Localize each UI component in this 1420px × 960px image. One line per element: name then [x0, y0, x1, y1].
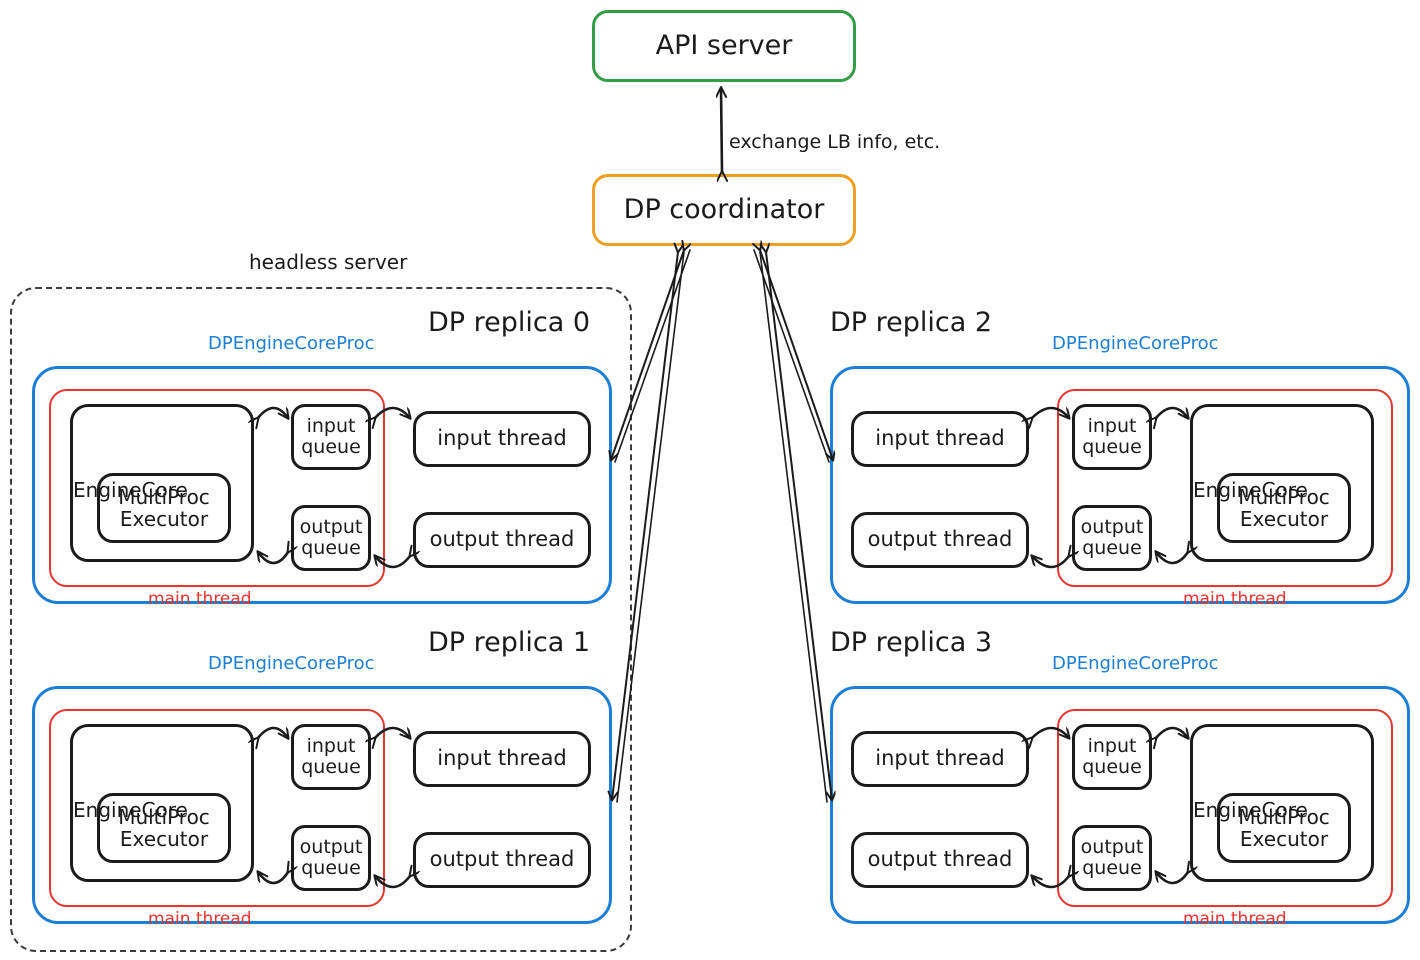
output-queue-label-line2-0: queue [301, 537, 361, 559]
engine-core-0[interactable]: EngineCore MultiProc Executor [70, 404, 254, 562]
engine-core-3[interactable]: EngineCore MultiProc Executor [1190, 724, 1374, 882]
engine-core-2[interactable]: EngineCore MultiProc Executor [1190, 404, 1374, 562]
input-thread-1[interactable]: input thread [413, 731, 591, 787]
headless-server-label: headless server [249, 250, 408, 274]
engine-core-1[interactable]: EngineCore MultiProc Executor [70, 724, 254, 882]
input-queue-label-line1-0: input [306, 414, 356, 437]
multiproc-executor-label-line1-1: MultiProc [118, 804, 210, 829]
input-queue-label-line2-1: queue [301, 756, 361, 778]
output-queue-label-line1-3: output [1080, 835, 1144, 858]
output-thread-1[interactable]: output thread [413, 832, 591, 888]
input-queue-label-line2-3: queue [1082, 756, 1142, 778]
proc-label-2: DPEngineCoreProc [1052, 333, 1219, 354]
output-queue-3[interactable]: output queue [1072, 825, 1152, 891]
replica-title-3: DP replica 3 [830, 627, 993, 658]
input-queue-label-line1-3: input [1087, 734, 1137, 757]
multiproc-executor-label-line2-3: Executor [1239, 827, 1329, 851]
main-thread-label-2: main thread [1183, 589, 1287, 609]
main-thread-boundary-3 [1057, 709, 1393, 907]
output-queue-label-line2-2: queue [1082, 537, 1142, 559]
multiproc-executor-3[interactable]: MultiProc Executor [1217, 793, 1351, 863]
main-thread-boundary-1 [49, 709, 385, 907]
main-thread-boundary-2 [1057, 389, 1393, 587]
input-thread-label-1: input thread [437, 746, 567, 771]
input-queue-label-line2-0: queue [301, 436, 361, 458]
dp-coordinator-label: DP coordinator [623, 193, 825, 225]
main-thread-boundary-0 [49, 389, 385, 587]
input-queue-1[interactable]: input queue [291, 724, 371, 790]
output-queue-2[interactable]: output queue [1072, 505, 1152, 571]
output-queue-label-line1-2: output [1080, 515, 1144, 538]
multiproc-executor-label-line2-0: Executor [119, 507, 209, 531]
multiproc-executor-label-line1-2: MultiProc [1238, 484, 1330, 509]
input-queue-label-line2-2: queue [1082, 436, 1142, 458]
multiproc-executor-1[interactable]: MultiProc Executor [97, 793, 231, 863]
input-thread-2[interactable]: input thread [851, 411, 1029, 467]
replica-title-1: DP replica 1 [428, 627, 591, 658]
proc-label-1: DPEngineCoreProc [208, 653, 375, 674]
output-thread-2[interactable]: output thread [851, 512, 1029, 568]
input-thread-label-2: input thread [875, 426, 1005, 451]
output-thread-label-0: output thread [429, 527, 575, 552]
input-queue-3[interactable]: input queue [1072, 724, 1152, 790]
arrow-coordinator-replica-2 [754, 250, 833, 463]
input-thread-label-0: input thread [437, 426, 567, 451]
main-thread-label-0: main thread [148, 589, 252, 609]
output-thread-0[interactable]: output thread [413, 512, 591, 568]
output-thread-label-2: output thread [867, 527, 1013, 552]
output-queue-label-line1-0: output [299, 515, 363, 538]
arrow-api-coordinator [721, 88, 722, 172]
output-queue-1[interactable]: output queue [291, 825, 371, 891]
output-thread-label-1: output thread [429, 847, 575, 872]
input-thread-0[interactable]: input thread [413, 411, 591, 467]
node-api-server[interactable]: API server [592, 10, 856, 82]
main-thread-label-3: main thread [1183, 909, 1287, 929]
arrow-coordinator-replica-3 [759, 252, 832, 803]
proc-label-0: DPEngineCoreProc [208, 333, 375, 354]
replica-title-2: DP replica 2 [830, 307, 993, 338]
input-queue-label-line1-1: input [306, 734, 356, 757]
node-dp-coordinator[interactable]: DP coordinator [592, 174, 856, 246]
input-queue-2[interactable]: input queue [1072, 404, 1152, 470]
multiproc-executor-label-line1-0: MultiProc [118, 484, 210, 509]
edge-label-exchange-lb-info: exchange LB info, etc. [729, 131, 941, 153]
input-thread-label-3: input thread [875, 746, 1005, 771]
dp-engine-core-proc-1[interactable] [32, 686, 612, 924]
input-queue-0[interactable]: input queue [291, 404, 371, 470]
output-queue-0[interactable]: output queue [291, 505, 371, 571]
output-queue-label-line2-1: queue [301, 857, 361, 879]
input-thread-3[interactable]: input thread [851, 731, 1029, 787]
multiproc-executor-label-line2-1: Executor [119, 827, 209, 851]
output-queue-label-line1-1: output [299, 835, 363, 858]
proc-label-3: DPEngineCoreProc [1052, 653, 1219, 674]
main-thread-label-1: main thread [148, 909, 252, 929]
output-thread-3[interactable]: output thread [851, 832, 1029, 888]
multiproc-executor-label-line1-3: MultiProc [1238, 804, 1330, 829]
multiproc-executor-0[interactable]: MultiProc Executor [97, 473, 231, 543]
multiproc-executor-2[interactable]: MultiProc Executor [1217, 473, 1351, 543]
output-queue-label-line2-3: queue [1082, 857, 1142, 879]
output-thread-label-3: output thread [867, 847, 1013, 872]
input-queue-label-line1-2: input [1087, 414, 1137, 437]
api-server-label: API server [655, 29, 793, 61]
dp-engine-core-proc-3[interactable] [830, 686, 1410, 924]
replica-title-0: DP replica 0 [428, 307, 591, 338]
multiproc-executor-label-line2-2: Executor [1239, 507, 1329, 531]
